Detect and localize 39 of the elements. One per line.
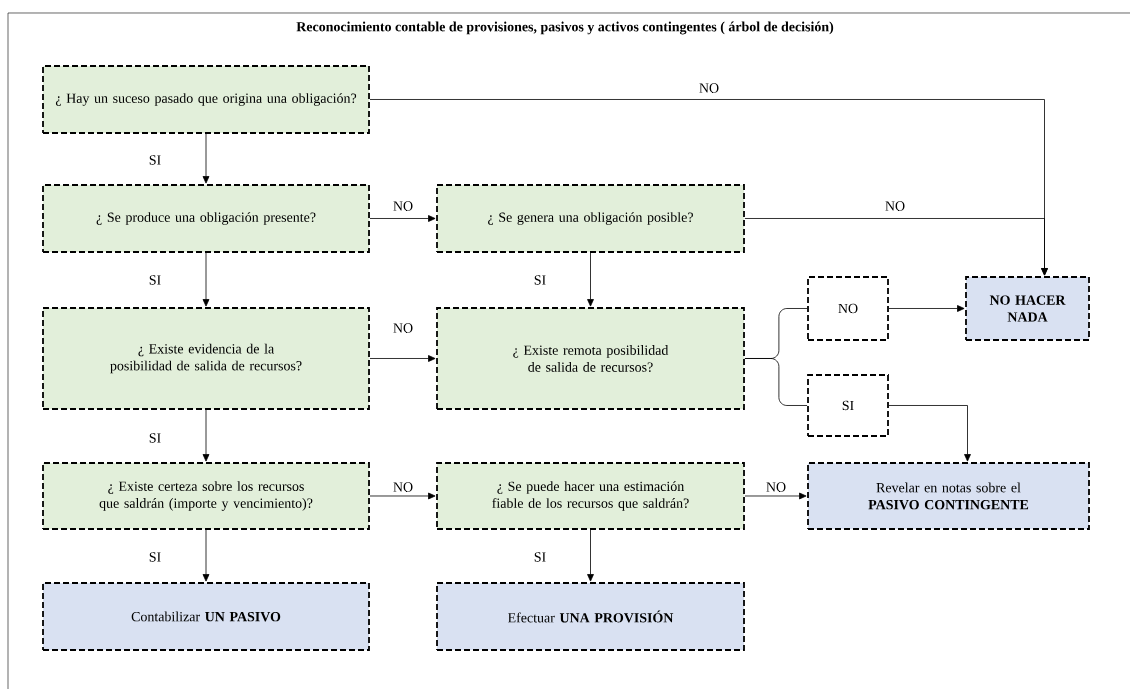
arrow bbox=[587, 252, 594, 307]
arrow bbox=[202, 409, 210, 462]
branch-box: NO bbox=[807, 276, 889, 341]
outcome-box: Efectuar UNA PROVISIÓN bbox=[436, 582, 745, 651]
arrow bbox=[744, 218, 1048, 276]
arrow bbox=[369, 492, 436, 500]
arrow bbox=[744, 492, 807, 500]
arrow bbox=[888, 405, 971, 462]
edge-label: NO bbox=[766, 482, 786, 492]
arrow bbox=[888, 305, 965, 312]
edge-label: NO bbox=[393, 323, 413, 333]
decision-box: ¿ Se puede hacer una estimación fiable de los recursos que saldrán? bbox=[436, 462, 745, 530]
edge-label: NO bbox=[885, 201, 905, 211]
decision-box: ¿ Se genera una obligación posible? bbox=[436, 184, 745, 253]
edge-label: SI bbox=[534, 552, 546, 562]
arrow bbox=[369, 355, 436, 362]
outcome-box: Contabilizar UN PASIVO bbox=[42, 582, 370, 651]
outcome-box: Revelar en notas sobre el PASIVO CONTINGENTE bbox=[807, 462, 1090, 530]
arrow bbox=[202, 529, 210, 582]
outcome-box: NO HACER NADA bbox=[965, 276, 1090, 341]
title: Reconocimiento contable de provisiones, pasivos y activos contingentes ( árbol de decisión) bbox=[296, 21, 834, 35]
arrow bbox=[587, 529, 594, 582]
decision-box: ¿ Existe evidencia de la posibilidad de salida de recursos? bbox=[42, 307, 370, 410]
edge-label: SI bbox=[149, 155, 161, 165]
edge-label: SI bbox=[149, 433, 161, 443]
edge-label: SI bbox=[149, 275, 161, 285]
edge-label: SI bbox=[149, 552, 161, 562]
edge-label: NO bbox=[393, 201, 413, 211]
edge-label: SI bbox=[534, 275, 546, 285]
decision-box: ¿ Existe remota posibilidad de salida de recursos? bbox=[436, 307, 745, 410]
decision-box: ¿ Hay un suceso pasado que origina una obligación? bbox=[42, 65, 370, 134]
arrow bbox=[202, 133, 210, 184]
arrow bbox=[369, 215, 436, 222]
edge-label: NO bbox=[699, 83, 719, 93]
decision-box: ¿ Existe certeza sobre los recursos que saldrán (importe y vencimiento)? bbox=[42, 462, 370, 530]
arrow bbox=[202, 252, 210, 307]
decision-box: ¿ Se produce una obligación presente? bbox=[42, 184, 370, 253]
edge-label: NO bbox=[393, 482, 413, 492]
branch-box: SI bbox=[807, 374, 889, 437]
